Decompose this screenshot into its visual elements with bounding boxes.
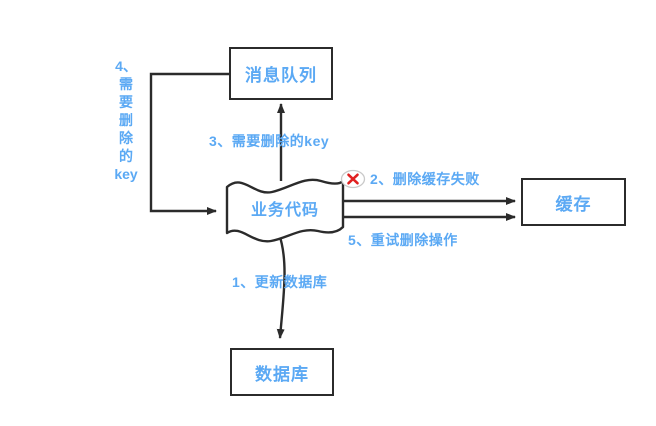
failure-cross-icon xyxy=(340,169,366,189)
edge-label-step1: 1、更新数据库 xyxy=(232,274,328,290)
node-database[interactable]: 数据库 xyxy=(230,348,334,396)
edge-label-step4-char-2: 要 xyxy=(119,94,133,110)
edge-label-step4-char-1: 需 xyxy=(119,76,133,92)
node-business-code-label: 业务代码 xyxy=(250,202,319,219)
edge-label-step4: 4、需要删除的 key xyxy=(106,57,146,183)
edge-label-step4-char-4: 除 xyxy=(119,130,133,146)
edge-label-step4-char-0: 4、 xyxy=(115,58,137,74)
edge-step4-line xyxy=(149,72,229,215)
node-cache[interactable]: 缓存 xyxy=(521,178,626,226)
node-database-label: 数据库 xyxy=(255,364,309,384)
node-cache-label: 缓存 xyxy=(555,194,592,214)
node-message-queue-label: 消息队列 xyxy=(245,66,317,85)
edge-label-step4-char-6: key xyxy=(114,166,138,182)
edge-label-step4-char-5: 的 xyxy=(119,148,133,164)
edge-label-step5: 5、重试删除操作 xyxy=(348,232,458,248)
node-message-queue[interactable]: 消息队列 xyxy=(229,47,333,100)
edge-label-step4-char-3: 删 xyxy=(119,112,133,128)
edge-step1-line xyxy=(276,233,286,339)
edge-label-step2: 2、删除缓存失败 xyxy=(370,171,480,187)
node-business-code[interactable]: 业务代码 xyxy=(222,175,348,241)
business-code-shape xyxy=(225,178,345,243)
edge-label-step3: 3、需要删除的key xyxy=(209,133,330,149)
